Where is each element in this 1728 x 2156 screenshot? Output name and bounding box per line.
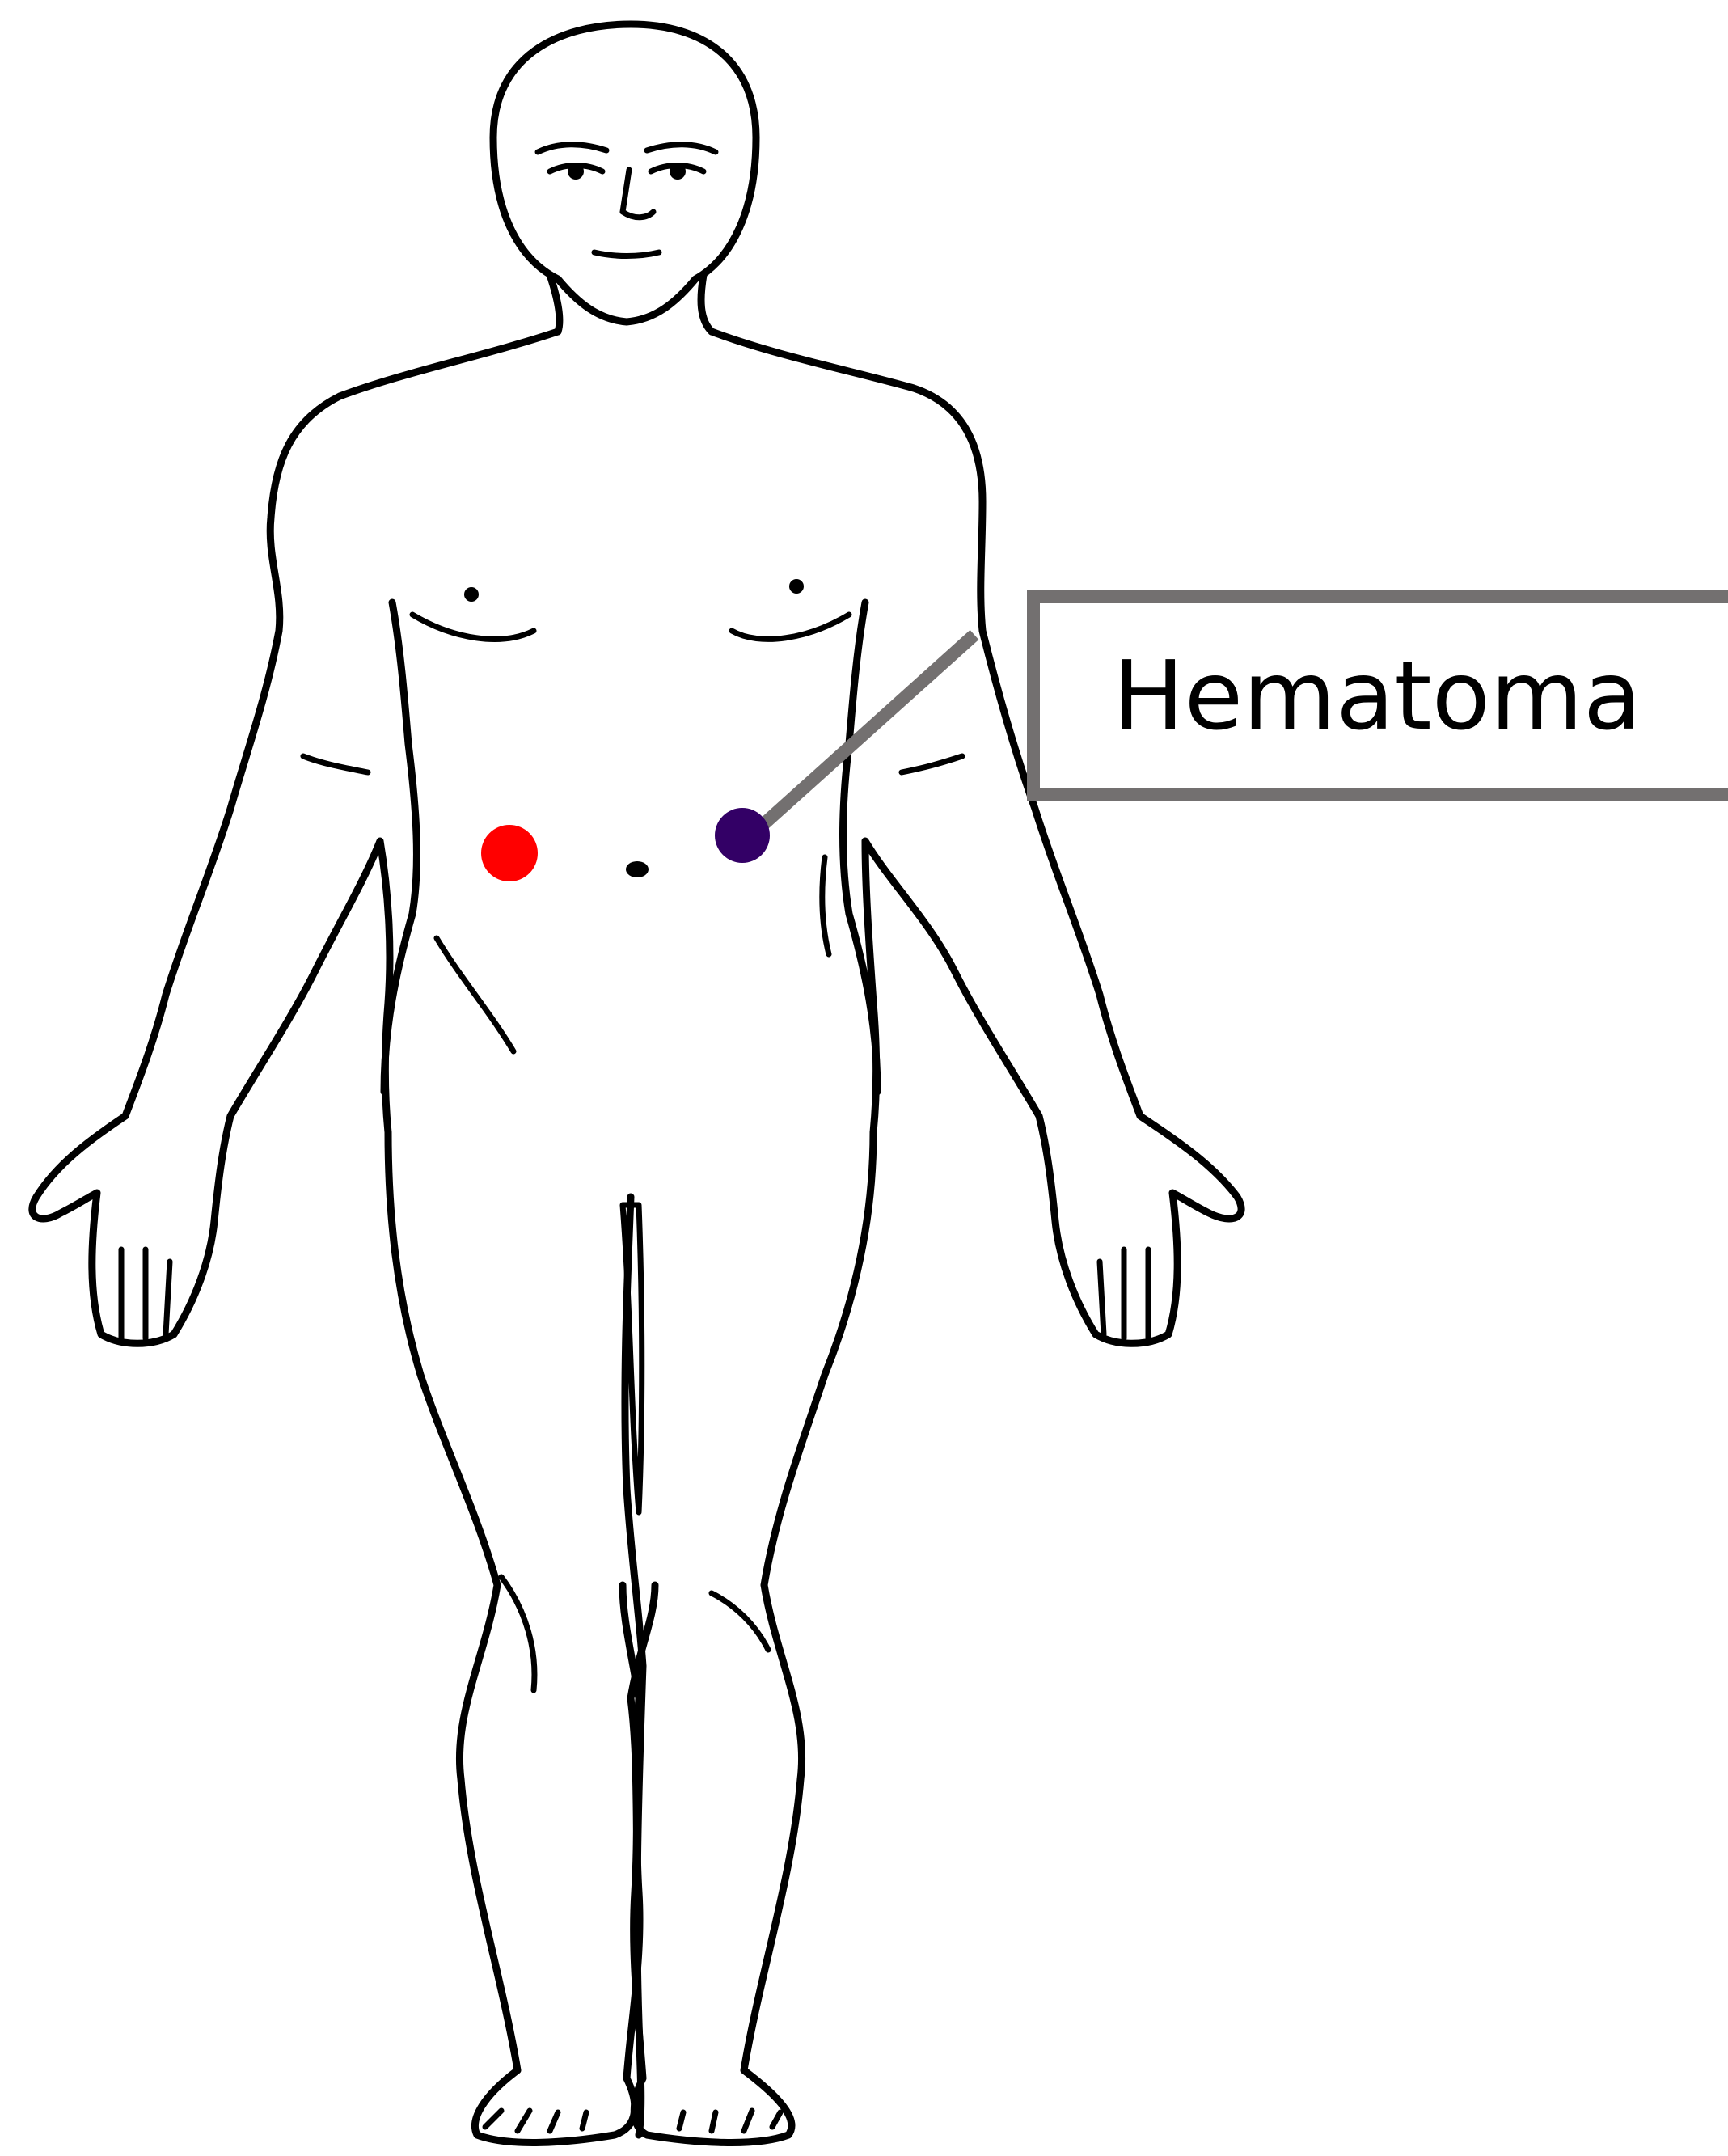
right-eyebrow xyxy=(647,145,716,152)
left-hip-crease xyxy=(437,938,513,1051)
body-outline xyxy=(32,332,655,2142)
left-pec xyxy=(412,615,534,639)
left-nipple xyxy=(464,587,479,602)
right-pec xyxy=(732,615,849,639)
right-abdomen-marker xyxy=(481,825,538,881)
right-nipple xyxy=(789,579,804,594)
nose xyxy=(623,170,653,218)
left-fingers xyxy=(121,1249,170,1338)
left-torso-side xyxy=(384,602,416,1092)
left-toes xyxy=(485,2111,586,2131)
callout-leader-line xyxy=(752,635,974,835)
hematoma-label: Hematoma xyxy=(1113,640,1666,751)
right-elbow-crease xyxy=(902,756,962,772)
hematoma-marker xyxy=(715,808,770,863)
neck-right xyxy=(701,275,712,332)
left-eyebrow xyxy=(538,145,606,152)
left-elbow-crease xyxy=(303,756,368,772)
left-knee xyxy=(501,1577,534,1690)
left-pupil xyxy=(568,163,584,180)
navel xyxy=(626,861,649,877)
right-fingers xyxy=(1100,1249,1148,1338)
mouth xyxy=(594,252,659,256)
right-knee xyxy=(712,1593,768,1650)
head-outline xyxy=(493,24,756,322)
hematoma-callout-box: Hematoma xyxy=(1027,590,1728,801)
right-toes xyxy=(679,2111,780,2131)
right-pupil xyxy=(670,163,686,180)
right-hip-crease xyxy=(822,857,829,954)
